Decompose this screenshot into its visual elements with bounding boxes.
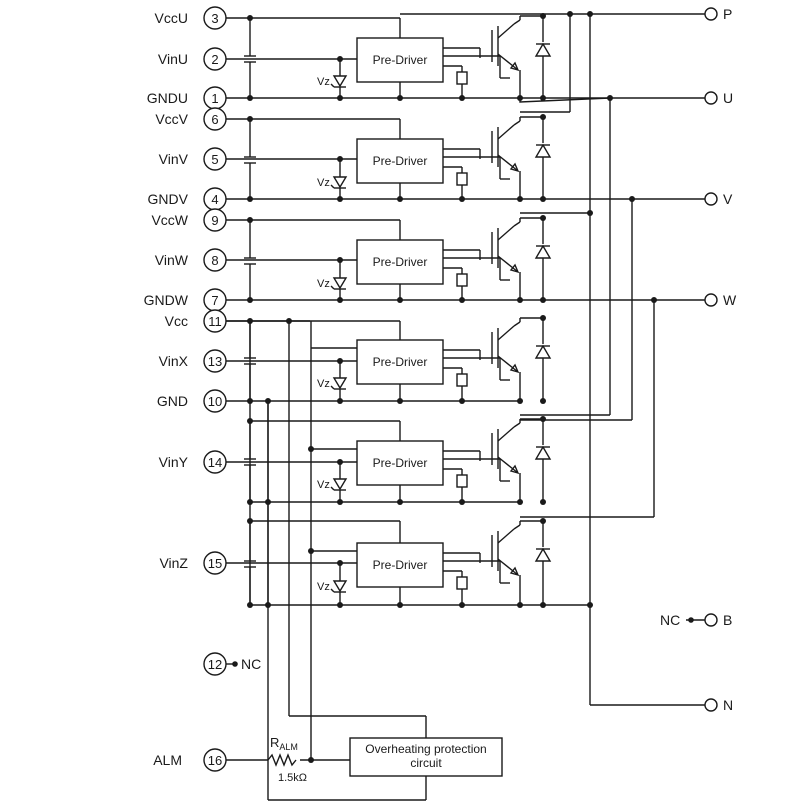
terminal-b-nc-label: NC [660, 612, 680, 628]
stage-v: Vz Pre-Driver [226, 114, 552, 202]
alarm-section: RALM 1.5kΩ Overheating protection circui… [226, 321, 503, 801]
pre-driver-label: Pre-Driver [373, 456, 428, 470]
pin-7: 7 GNDW [144, 288, 227, 312]
ralm-resistor-icon [267, 753, 297, 767]
svg-text:5: 5 [211, 152, 218, 167]
zener-label: Vz [317, 581, 330, 593]
svg-text:3: 3 [211, 11, 218, 26]
pin-label-vinu: VinU [158, 51, 188, 67]
pre-driver-box [356, 440, 444, 486]
stage-z: Vz Pre-Driver [226, 518, 552, 608]
pin-10: 10 GND [157, 389, 227, 413]
svg-text:U: U [723, 90, 733, 106]
svg-text:14: 14 [208, 455, 222, 470]
pin-15: 15 VinZ [159, 551, 227, 575]
svg-text:4: 4 [211, 192, 218, 207]
terminal-v: V [632, 191, 733, 207]
svg-text:2: 2 [211, 52, 218, 67]
svg-text:6: 6 [211, 112, 218, 127]
svg-text:V: V [723, 191, 733, 207]
pin-8: 8 VinW [155, 248, 227, 272]
svg-text:12: 12 [208, 657, 222, 672]
pin-label-vccu: VccU [155, 10, 188, 26]
pre-driver-label: Pre-Driver [373, 558, 428, 572]
pre-driver-box [356, 239, 444, 285]
overheat-line2: circuit [410, 756, 442, 770]
terminal-u: U [610, 90, 733, 106]
zener-label: Vz [317, 479, 330, 491]
pre-driver-label: Pre-Driver [373, 154, 428, 168]
ralm-value: 1.5kΩ [278, 772, 307, 784]
pin-label-gndu: GNDU [147, 90, 188, 106]
svg-text:P: P [723, 6, 732, 22]
pin-5: 5 VinV [159, 147, 227, 171]
zener-label: Vz [317, 177, 330, 189]
terminal-b: NC B [660, 612, 732, 628]
pin-1: 1 GNDU [147, 86, 227, 110]
pre-driver-box [356, 138, 444, 184]
pin-2: 2 VinU [158, 47, 227, 71]
pin-12: 12 NC [203, 652, 261, 676]
svg-text:10: 10 [208, 394, 222, 409]
pre-driver-label: Pre-Driver [373, 355, 428, 369]
pin-13: 13 VinX [159, 349, 227, 373]
power-bus-wiring [400, 11, 657, 705]
pin-4: 4 GNDV [148, 187, 227, 211]
pin-3: 3 VccU [155, 6, 227, 30]
pin-label-vccv: VccV [155, 111, 188, 127]
pin-label-gndw: GNDW [144, 292, 189, 308]
pin-label-gnd: GND [157, 393, 188, 409]
terminal-p: P [590, 6, 732, 22]
pin-16: 16 ALM [153, 748, 227, 772]
svg-text:8: 8 [211, 253, 218, 268]
svg-text:N: N [723, 697, 733, 713]
pre-driver-box [356, 339, 444, 385]
pin-14: 14 VinY [159, 450, 227, 474]
ralm-label: RALM [270, 735, 298, 752]
pre-driver-label: Pre-Driver [373, 53, 428, 67]
svg-text:7: 7 [211, 293, 218, 308]
stage-w: Vz Pre-Driver [226, 215, 552, 303]
svg-text:B: B [723, 612, 732, 628]
pin-6: 6 VccV [155, 107, 227, 131]
zener-label: Vz [317, 76, 330, 88]
stage-x: Vz Pre-Driver [226, 315, 552, 404]
svg-text:16: 16 [208, 753, 222, 768]
pin-11: 11 Vcc [165, 309, 227, 333]
terminal-n: N [590, 697, 733, 713]
pre-driver-box [356, 542, 444, 588]
svg-text:1: 1 [211, 91, 218, 106]
pin-label-nc: NC [241, 656, 261, 672]
stage-u: Vz Pre-Driver [226, 13, 552, 101]
stage-y: Vz Pre-Driver [226, 416, 552, 505]
pin-label-vinx: VinX [159, 353, 189, 369]
svg-text:15: 15 [208, 556, 222, 571]
terminal-w: W [654, 292, 737, 308]
pin-label-gndv: GNDV [148, 191, 189, 207]
pin-label-vinw: VinW [155, 252, 189, 268]
pin-label-vinz: VinZ [159, 555, 188, 571]
zener-label: Vz [317, 278, 330, 290]
pin-label-vcc: Vcc [165, 313, 188, 329]
pin-label-vccw: VccW [151, 212, 188, 228]
pre-driver-box [356, 37, 444, 83]
svg-text:9: 9 [211, 213, 218, 228]
pin-label-alm: ALM [153, 752, 182, 768]
pin-label-viny: VinY [159, 454, 189, 470]
svg-text:11: 11 [208, 314, 222, 329]
zener-label: Vz [317, 378, 330, 390]
pre-driver-label: Pre-Driver [373, 255, 428, 269]
overheat-protection-box [349, 737, 503, 777]
svg-text:13: 13 [208, 354, 222, 369]
pin-9: 9 VccW [151, 208, 227, 232]
svg-text:W: W [723, 292, 737, 308]
overheat-line1: Overheating protection [365, 742, 486, 756]
pin-label-vinv: VinV [159, 151, 189, 167]
